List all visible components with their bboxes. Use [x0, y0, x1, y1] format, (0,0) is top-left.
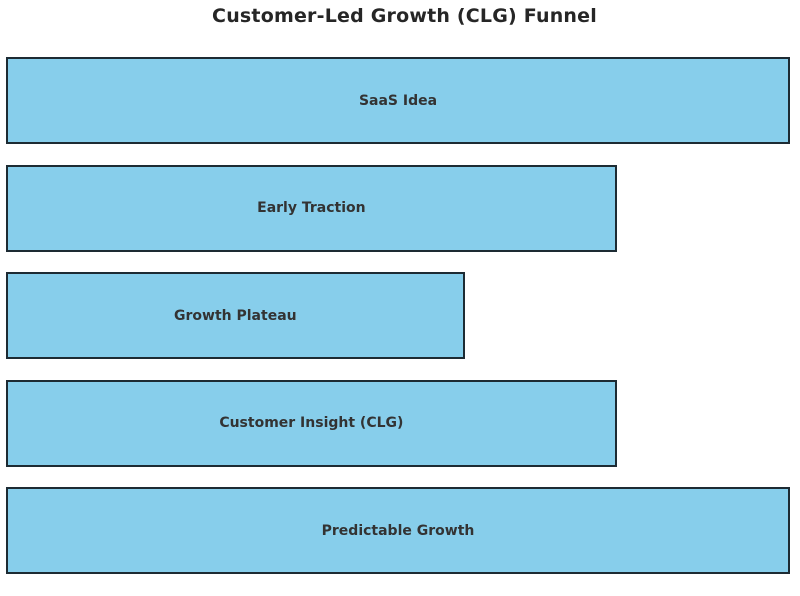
funnel-stage-label: Customer Insight (CLG): [219, 415, 404, 431]
funnel-stage-label: Early Traction: [257, 200, 366, 216]
funnel-stage-growth-plateau: Growth Plateau: [6, 272, 465, 359]
funnel-bars-container: SaaS Idea Early Traction Growth Plateau …: [6, 57, 790, 574]
funnel-stage-saas-idea: SaaS Idea: [6, 57, 790, 144]
funnel-stage-early-traction: Early Traction: [6, 164, 617, 252]
funnel-stage-predictable-growth: Predictable Growth: [6, 487, 790, 574]
funnel-stage-label: Predictable Growth: [321, 522, 475, 539]
funnel-stage-label: Growth Plateau: [174, 307, 297, 324]
funnel-stage-label: SaaS Idea: [358, 92, 438, 109]
funnel-stage-customer-insight: Customer Insight (CLG): [6, 379, 617, 467]
chart-title: Customer-Led Growth (CLG) Funnel: [212, 5, 597, 27]
